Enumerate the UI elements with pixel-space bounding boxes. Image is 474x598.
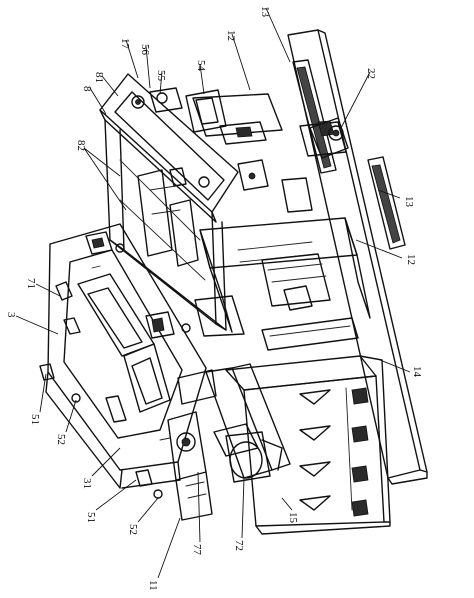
- callout-12-top: 12: [225, 30, 237, 41]
- callout-56: 56: [139, 44, 151, 56]
- motor-assembly: [167, 363, 291, 521]
- callout-31: 31: [81, 478, 93, 489]
- clamp-blocks: [85, 231, 191, 339]
- callout-12-right: 12: [405, 254, 417, 265]
- callout-22: 22: [365, 68, 377, 79]
- upper-frame: [99, 73, 239, 331]
- linear-rail-lower: [367, 156, 406, 250]
- callout-52-bottom: 52: [127, 524, 139, 535]
- support-frame: [192, 93, 371, 337]
- callout-13-right: 13: [403, 196, 415, 208]
- gusset-housing: [225, 355, 391, 535]
- callout-52-left: 52: [55, 434, 67, 445]
- lower-frame: [45, 223, 207, 489]
- callout-82: 82: [75, 140, 87, 151]
- callout-11: 11: [147, 580, 159, 591]
- callout-51-left: 51: [29, 414, 41, 425]
- callout-51-bottom: 51: [85, 512, 97, 523]
- lower-guide: [261, 285, 359, 351]
- callout-15: 15: [287, 512, 299, 524]
- callout-55: 55: [155, 70, 167, 82]
- pivot-bracket: [309, 117, 349, 159]
- callout-71: 71: [25, 278, 37, 289]
- linear-rail-upper: [292, 59, 337, 174]
- callout-54: 54: [195, 60, 207, 72]
- actuator-group: [131, 87, 269, 191]
- callout-8: 8: [81, 86, 93, 92]
- leader-lines: [15, 7, 411, 579]
- callout-3: 3: [5, 312, 17, 318]
- callout-81: 81: [93, 72, 105, 83]
- callout-17: 17: [119, 38, 131, 50]
- base-plate: [287, 29, 428, 485]
- callout-77: 77: [191, 544, 203, 556]
- callouts: 17 56 55 54 12 13 22 13 12 14 15 81 8 82…: [5, 6, 423, 591]
- callout-72: 72: [233, 540, 245, 551]
- side-knobs: [39, 281, 163, 499]
- callout-13-top: 13: [259, 6, 271, 18]
- callout-14: 14: [411, 366, 423, 378]
